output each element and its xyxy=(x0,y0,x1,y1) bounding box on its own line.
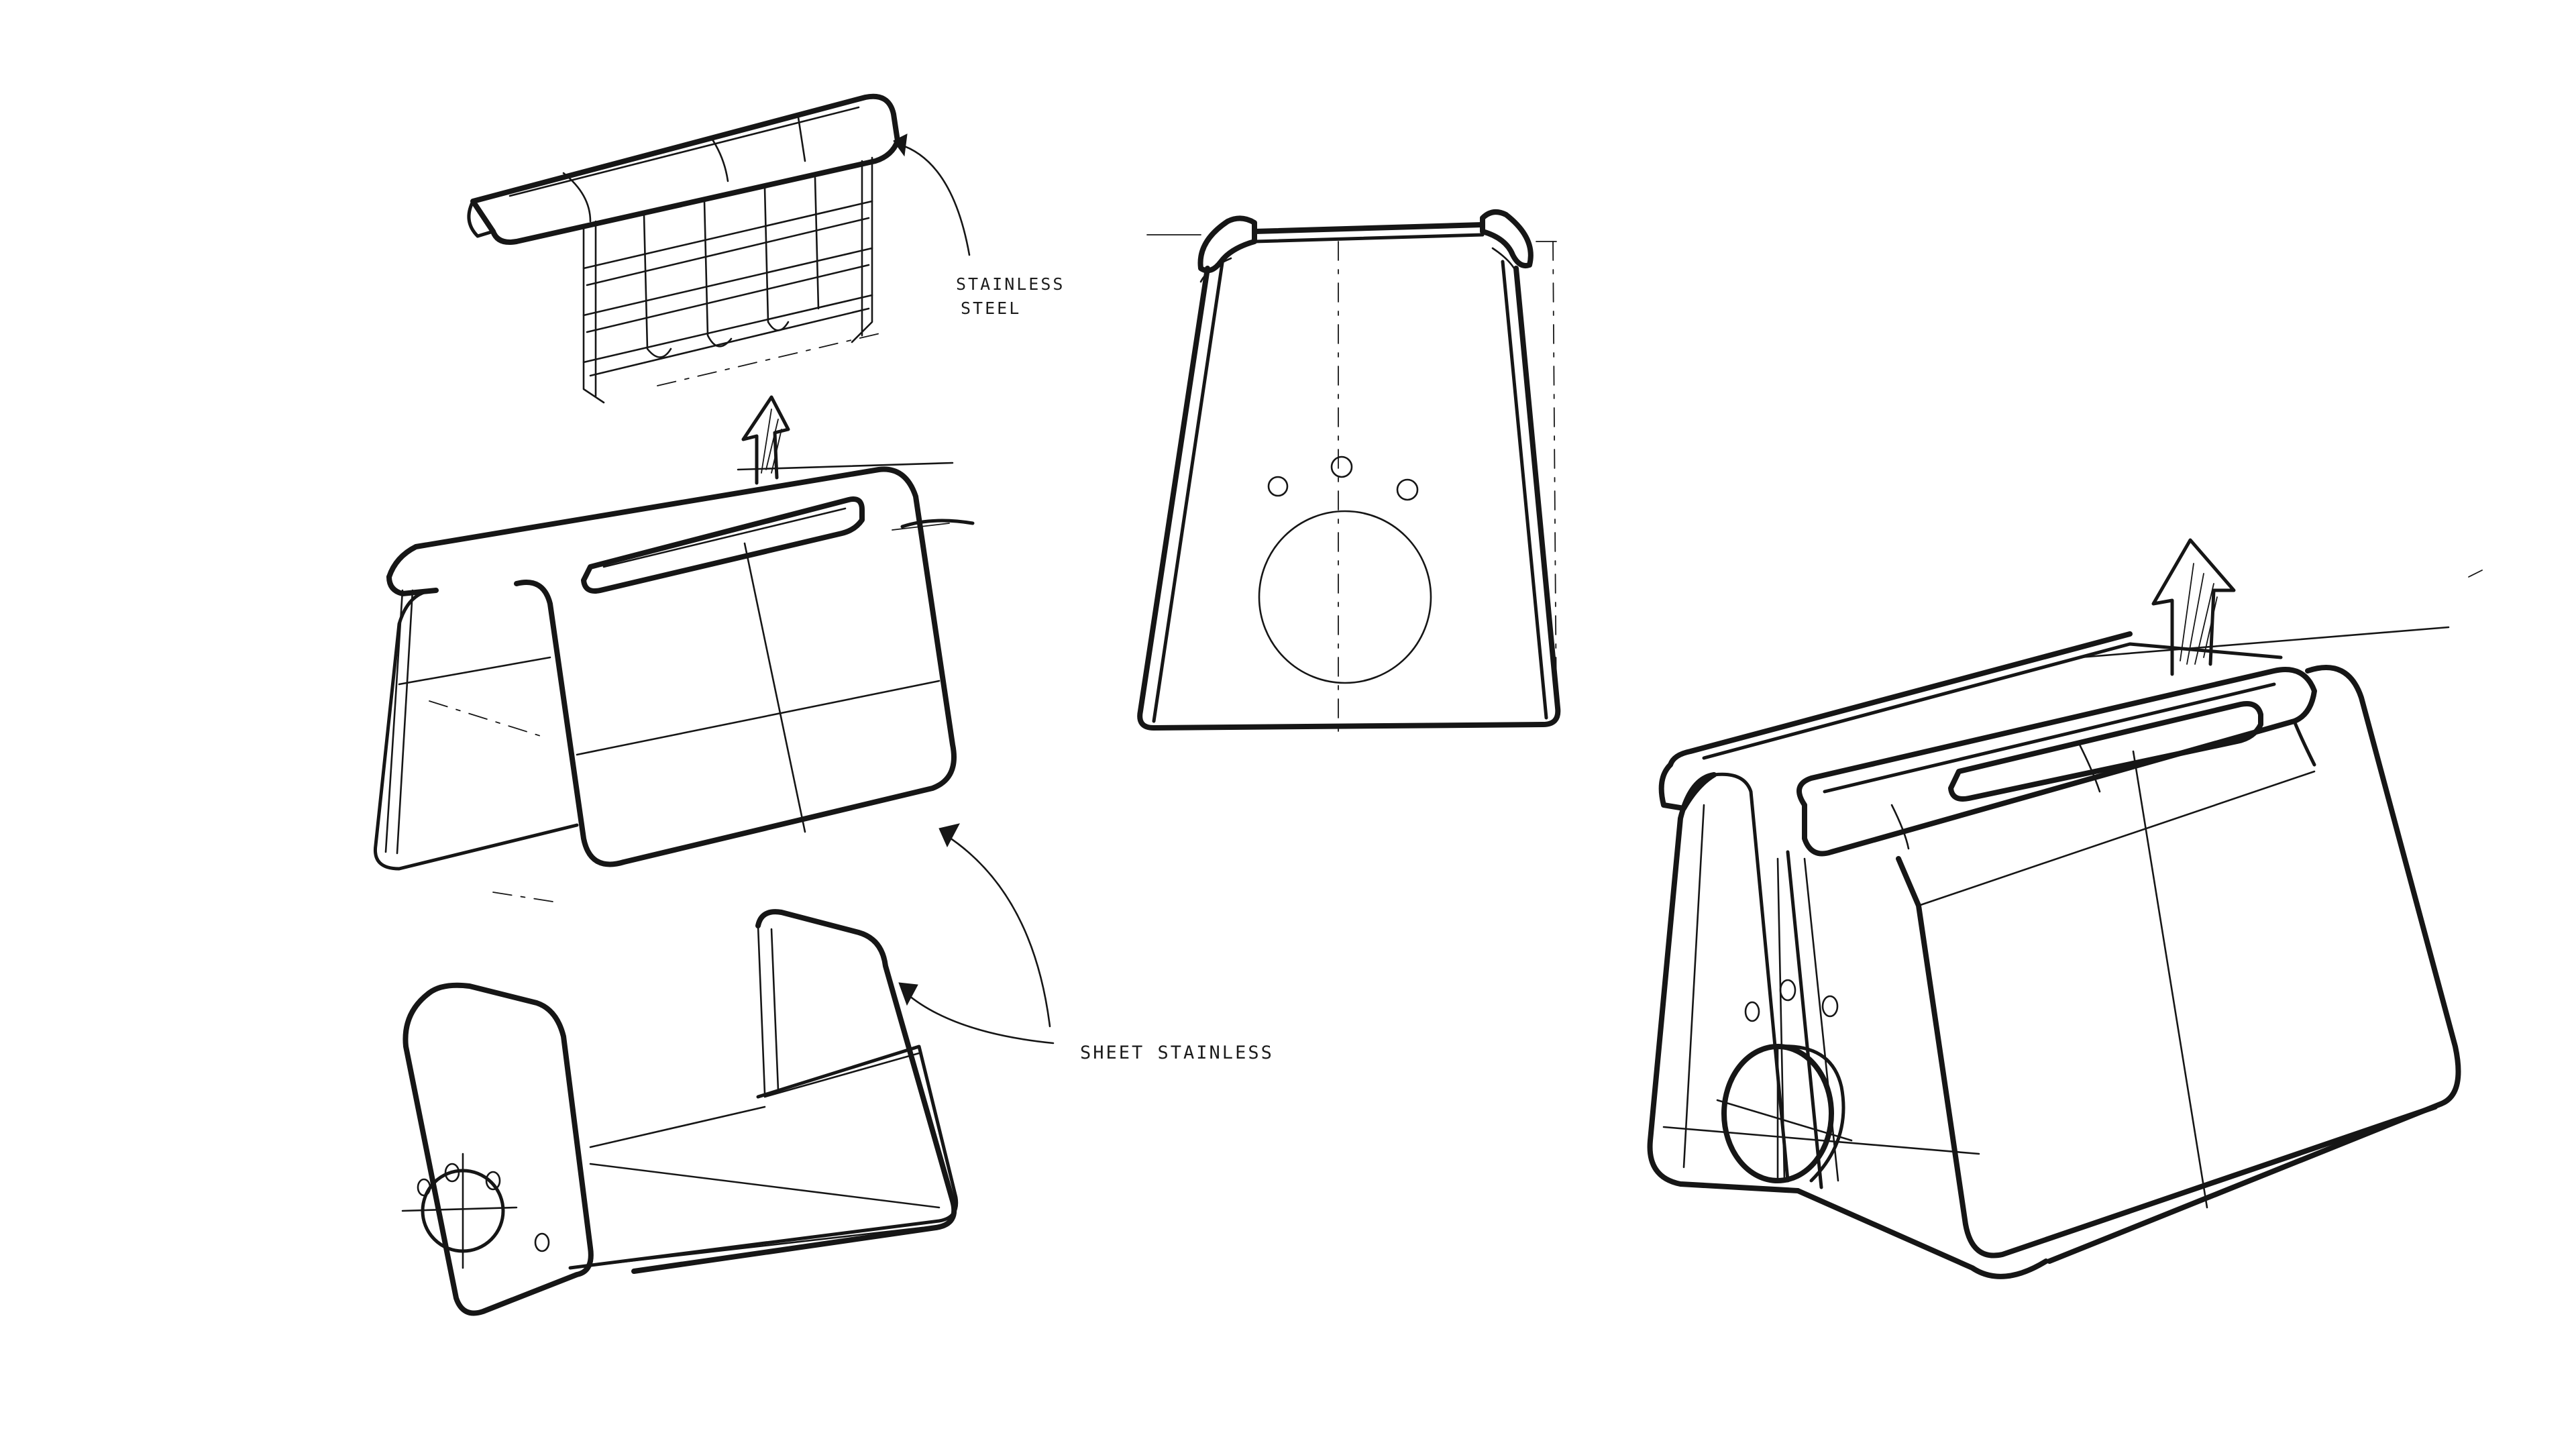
base-indicator-hole xyxy=(485,1171,501,1191)
rack-material-label-line1: STAINLESS xyxy=(956,274,1065,294)
base-indicator-hole xyxy=(417,1178,431,1197)
front-dial-outline xyxy=(1258,510,1432,684)
front-indicator-hole xyxy=(1396,478,1419,501)
exploded-base-chassis xyxy=(401,909,959,1316)
front-elevation-view xyxy=(1137,209,1561,732)
rack-material-label-line2: STEEL xyxy=(961,299,1021,318)
assembled-indicator-hole xyxy=(1779,979,1796,1002)
base-indicator-hole xyxy=(444,1163,460,1183)
base-indicator-hole xyxy=(534,1232,550,1252)
assembled-toaster-perspective xyxy=(1647,538,2483,1279)
assembled-indicator-hole xyxy=(1744,1001,1760,1022)
exploded-outer-shell xyxy=(373,462,975,903)
exploded-wire-rack xyxy=(467,93,971,404)
shell-material-label: SHEET STAINLESS xyxy=(1080,1042,1274,1063)
front-indicator-hole xyxy=(1267,476,1289,497)
assembled-indicator-hole xyxy=(1821,995,1839,1018)
front-indicator-hole xyxy=(1330,455,1353,478)
lift-arrow-left xyxy=(741,395,790,485)
shell-material-leaders xyxy=(898,823,1055,1044)
